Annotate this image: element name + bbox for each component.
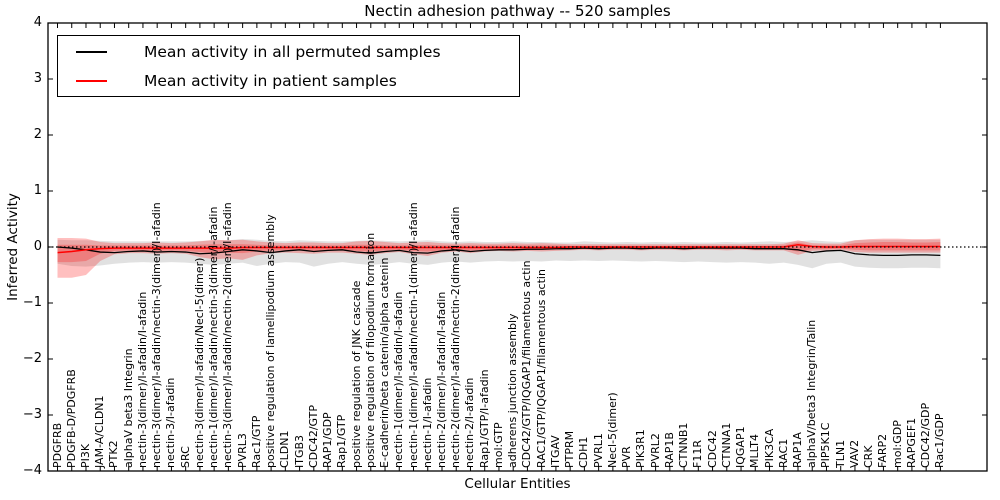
y-tick-label: 2: [33, 127, 42, 142]
y-tick-label: −1: [22, 295, 42, 310]
legend-item-patient: Mean activity in patient samples: [58, 70, 519, 92]
y-tick-label: 3: [33, 71, 42, 86]
tick-marks: [48, 22, 987, 472]
legend-label: Mean activity in all permuted samples: [144, 42, 441, 61]
y-tick-label: 0: [33, 239, 42, 254]
series-line-patient: [57, 244, 941, 254]
legend: Mean activity in all permuted samples Me…: [57, 35, 520, 97]
legend-item-permuted: Mean activity in all permuted samples: [58, 41, 519, 63]
y-tick-label: −2: [22, 351, 42, 366]
x-axis-label: Cellular Entities: [464, 476, 571, 492]
y-tick-label: 4: [33, 15, 42, 30]
y-tick-label: 1: [33, 183, 42, 198]
chart-title: Nectin adhesion pathway -- 520 samples: [364, 2, 671, 20]
legend-label: Mean activity in patient samples: [144, 71, 397, 90]
legend-line-swatch-red: [76, 79, 107, 82]
y-tick-label: −4: [22, 463, 42, 478]
series-line-permuted: [57, 246, 941, 257]
y-tick-label: −3: [22, 407, 42, 422]
legend-line-swatch-black: [76, 50, 107, 53]
